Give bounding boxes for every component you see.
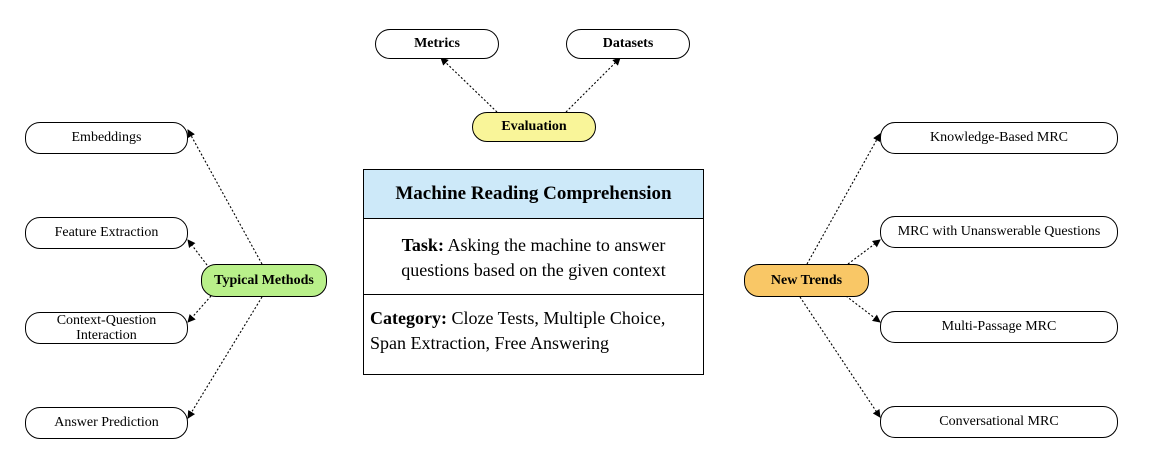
node-embeddings: Embeddings — [25, 122, 188, 154]
mrc-title: Machine Reading Comprehension — [364, 170, 703, 219]
node-context-question-interaction: Context-Question Interaction — [25, 312, 188, 344]
node-answer-prediction: Answer Prediction — [25, 407, 188, 439]
hub-new-trends: New Trends — [744, 264, 869, 297]
hub-evaluation: Evaluation — [472, 112, 596, 142]
arrow-typical-embeddings — [187, 129, 263, 265]
arrow-typical-answer-prediction — [187, 296, 263, 419]
node-mrc-unanswerable-questions: MRC with Unanswerable Questions — [880, 216, 1118, 248]
arrow-typical-feature-extraction — [187, 239, 208, 266]
node-datasets: Datasets — [566, 29, 690, 59]
arrow-trends-knowledge — [806, 133, 881, 265]
arrow-typical-context-question — [187, 295, 212, 323]
arrow-trends-unanswerable — [847, 239, 881, 265]
category-label: Category: — [370, 308, 447, 328]
mrc-definition-box: Machine Reading Comprehension Task: Aski… — [363, 169, 704, 375]
arrow-trends-conversational — [799, 296, 881, 418]
task-section: Task: Asking the machine to answer quest… — [364, 219, 703, 295]
arrow-evaluation-metrics — [440, 57, 498, 113]
category-text: Cloze Tests, Multiple Choice, Span Extra… — [370, 308, 666, 353]
node-knowledge-based-mrc: Knowledge-Based MRC — [880, 122, 1118, 154]
node-multi-passage-mrc: Multi-Passage MRC — [880, 311, 1118, 343]
arrow-trends-multi-passage — [845, 295, 881, 323]
arrow-evaluation-datasets — [565, 57, 621, 113]
node-metrics: Metrics — [375, 29, 499, 59]
node-conversational-mrc: Conversational MRC — [880, 406, 1118, 438]
node-feature-extraction: Feature Extraction — [25, 217, 188, 249]
hub-typical-methods: Typical Methods — [201, 264, 327, 297]
task-text: Asking the machine to answer questions b… — [401, 235, 666, 280]
task-label: Task: — [401, 235, 444, 255]
category-section: Category: Cloze Tests, Multiple Choice, … — [364, 295, 703, 356]
